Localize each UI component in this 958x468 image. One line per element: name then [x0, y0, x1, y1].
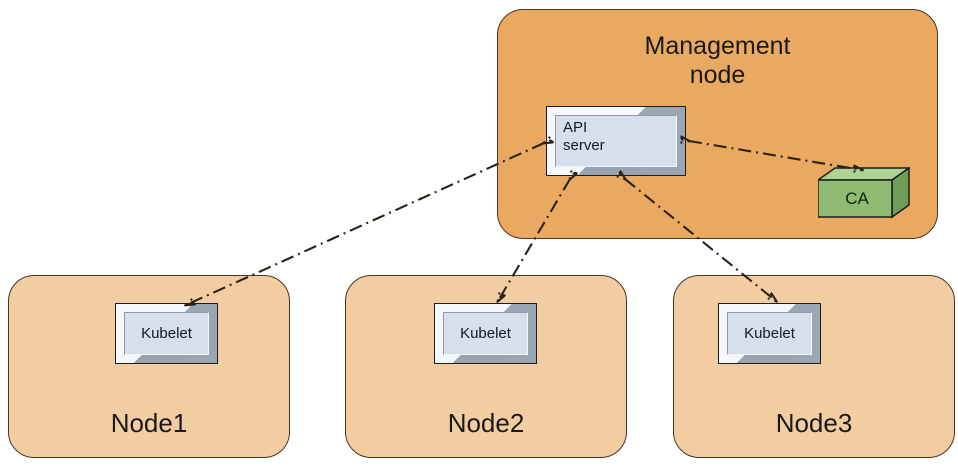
worker-node-label-2: Node2 — [447, 408, 525, 439]
kubelet-box-face-1 — [124, 312, 209, 355]
ca-label: CA — [845, 189, 869, 208]
kubelet-box-1: Kubelet — [115, 303, 218, 364]
kubelet-label-2: Kubelet — [460, 324, 511, 342]
kubelet-box-3: Kubelet — [718, 303, 821, 364]
worker-node-label-3: Node3 — [775, 408, 853, 439]
api-server-box-face — [555, 115, 677, 167]
api-server-label: API server — [563, 119, 605, 155]
worker-node-label-1: Node1 — [110, 408, 188, 439]
management-node-label: Management node — [644, 32, 791, 89]
kubelet-label-3: Kubelet — [744, 324, 795, 342]
kubelet-box-2: Kubelet — [434, 303, 537, 364]
ca-box: CA — [818, 167, 910, 219]
api-server-box: API server — [546, 106, 686, 176]
kubelet-label-1: Kubelet — [141, 324, 192, 342]
